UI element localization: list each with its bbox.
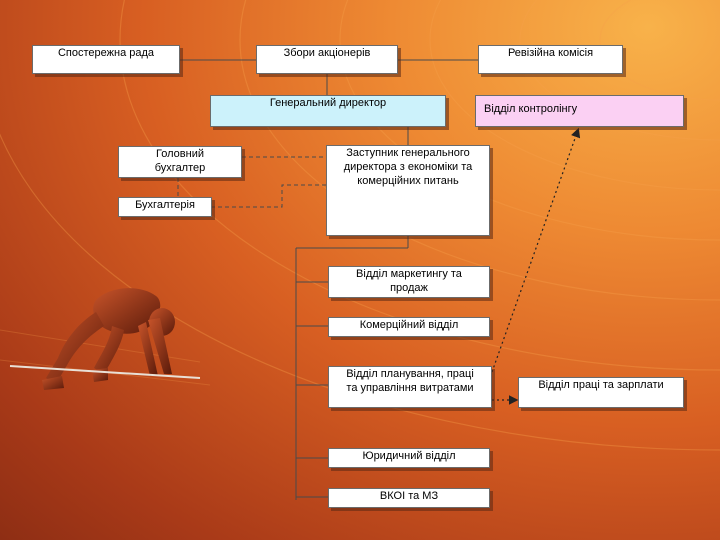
commercial-department-box: Комерційний відділ bbox=[328, 317, 490, 337]
planning-department-box: Відділ планування, праці та управління в… bbox=[328, 366, 492, 408]
supervisory-board-label: Спостережна рада bbox=[57, 47, 155, 59]
audit-commission-box: Ревізійна комісія bbox=[478, 45, 623, 74]
planning-department-label: Відділ планування, праці та управління в… bbox=[346, 368, 474, 394]
marketing-sales-label: Відділ маркетингу та продаж bbox=[356, 268, 462, 294]
legal-department-label: Юридичний відділ bbox=[362, 450, 456, 462]
vkoi-mz-label: ВКОІ та МЗ bbox=[379, 490, 439, 502]
audit-commission-label: Ревізійна комісія bbox=[507, 47, 594, 59]
general-director-label: Генеральний директор bbox=[269, 97, 387, 109]
supervisory-board-box: Спостережна рада bbox=[32, 45, 180, 74]
accounting-label: Бухгалтерія bbox=[135, 199, 195, 211]
vkoi-mz-box: ВКОІ та МЗ bbox=[328, 488, 490, 508]
planning-to-controlling-arrow bbox=[491, 127, 581, 373]
deputy-director-box: Заступник генерального директора з еконо… bbox=[326, 145, 490, 236]
chief-accountant-box: Головний бухгалтер bbox=[118, 146, 242, 178]
deputy-accounting-dashed-line bbox=[212, 184, 326, 208]
shareholders-meeting-label: Збори акціонерів bbox=[283, 47, 371, 59]
commercial-department-label: Комерційний відділ bbox=[359, 319, 459, 331]
labor-wages-box: Відділ праці та зарплати bbox=[518, 377, 684, 408]
deputy-director-label: Заступник генерального директора з еконо… bbox=[343, 147, 473, 187]
controlling-department-label: Відділ контролінгу bbox=[484, 103, 578, 115]
general-director-box: Генеральний директор bbox=[210, 95, 446, 127]
chief-accountant-label: Головний бухгалтер bbox=[154, 148, 206, 174]
shareholders-meeting-box: Збори акціонерів bbox=[256, 45, 398, 74]
legal-department-box: Юридичний відділ bbox=[328, 448, 490, 468]
controlling-department-box: Відділ контролінгу bbox=[475, 95, 684, 127]
labor-wages-label: Відділ праці та зарплати bbox=[538, 379, 664, 391]
marketing-sales-box: Відділ маркетингу та продаж bbox=[328, 266, 490, 298]
accounting-box: Бухгалтерія bbox=[118, 197, 212, 217]
